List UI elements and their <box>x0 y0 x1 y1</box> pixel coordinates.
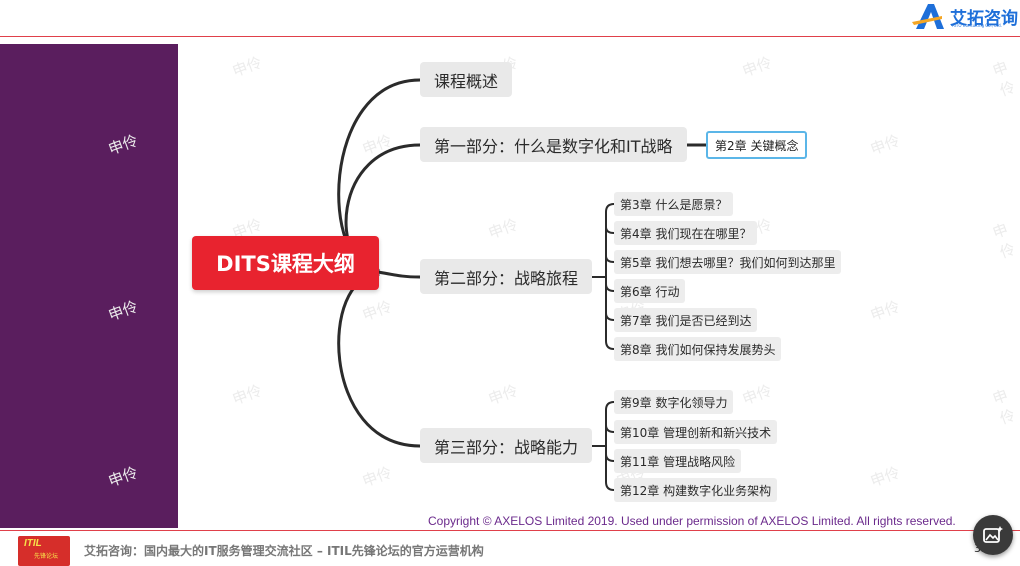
watermark: 申伶 <box>739 381 775 409</box>
copyright-notice: Copyright © AXELOS Limited 2019. Used un… <box>428 514 956 528</box>
badge-sub: 先锋论坛 <box>34 553 59 560</box>
chapter-node: 第10章 管理创新和新兴技术 <box>614 420 778 444</box>
branch-part-3: 第三部分：战略能力 <box>420 428 593 463</box>
footer-text: 艾拓咨询：国内最大的IT服务管理交流社区 – ITIL先锋论坛的官方运营机构 <box>84 544 484 558</box>
watermark: 申伶 <box>359 297 395 325</box>
watermark: 申伶 <box>867 131 903 159</box>
watermark: 申伶 <box>485 215 521 243</box>
branch-part-1: 第一部分：什么是数字化和IT战略 <box>420 127 687 162</box>
watermark: 申伶 <box>990 386 1018 428</box>
chapter-node: 第9章 数字化领导力 <box>614 390 734 414</box>
mindmap-root: DITS课程大纲 <box>192 236 379 290</box>
watermark: 申伶 <box>229 381 265 409</box>
chapter-node: 第4章 我们现在在哪里？ <box>614 221 758 245</box>
chapter-node: 第8章 我们如何保持发展势头 <box>614 337 782 361</box>
chapter-node: 第3章 什么是愿景？ <box>614 192 734 216</box>
branch-overview: 课程概述 <box>420 62 513 97</box>
chapter-node: 第7章 我们是否已经到达 <box>614 308 758 332</box>
watermark: 申伶 <box>867 297 903 325</box>
chapter-node: 第6章 行动 <box>614 279 686 303</box>
image-edit-button[interactable] <box>973 515 1013 555</box>
chapter-node: 第11章 管理战略风险 <box>614 449 742 473</box>
footer-divider <box>0 530 1020 531</box>
header-divider <box>0 36 1020 37</box>
watermark: 申伶 <box>359 463 395 491</box>
chapter-node: 第5章 我们想去哪里？我们如何到达那里 <box>614 250 842 274</box>
watermark: 申伶 <box>359 131 395 159</box>
image-sparkle-icon <box>983 526 1003 543</box>
watermark: 申伶 <box>229 53 265 81</box>
decorative-panel <box>0 44 178 528</box>
branch-part-2: 第二部分：战略旅程 <box>420 259 593 294</box>
badge-title: ITIL <box>24 538 42 549</box>
logo-a-icon <box>912 4 944 29</box>
logo-text: 艾拓咨询 <box>950 9 1018 29</box>
logo-subtext: AITO Consulting Co., Ltd. <box>952 23 1002 28</box>
chapter-node: 第12章 构建数字化业务架构 <box>614 478 778 502</box>
watermark: 申伶 <box>867 463 903 491</box>
watermark: 申伶 <box>990 220 1018 262</box>
watermark: 申伶 <box>485 381 521 409</box>
watermark: 申伶 <box>739 53 775 81</box>
itil-forum-badge: ITIL 先锋论坛 <box>18 536 70 566</box>
watermark: 申伶 <box>990 58 1018 100</box>
company-logo: 艾拓咨询 AITO Consulting Co., Ltd. <box>912 2 1018 30</box>
chapter-2-node: 第2章 关键概念 <box>706 131 808 159</box>
